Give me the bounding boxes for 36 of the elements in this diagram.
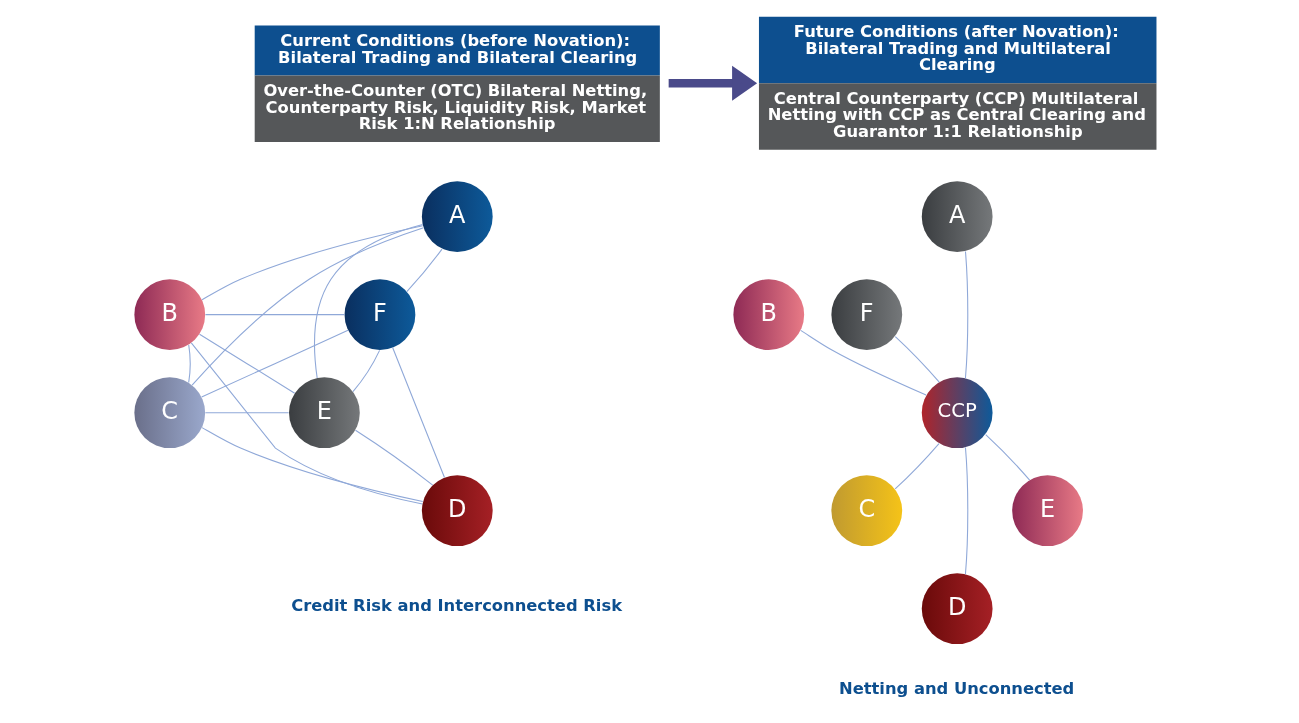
node-circle: A xyxy=(421,181,493,253)
connector xyxy=(201,225,424,301)
node-circle: D xyxy=(921,573,993,645)
connector xyxy=(314,223,424,379)
connector xyxy=(894,443,940,490)
connector xyxy=(964,250,969,379)
connector xyxy=(406,248,443,293)
connector xyxy=(201,427,424,503)
connector xyxy=(201,329,349,398)
connector xyxy=(985,434,1031,481)
node-circle: CCP xyxy=(921,377,993,449)
node-circle: F xyxy=(344,279,416,351)
connector xyxy=(188,344,191,384)
arrow xyxy=(668,65,758,101)
connector xyxy=(352,349,381,393)
node-circle: E xyxy=(1012,475,1083,547)
connector xyxy=(354,429,434,486)
node-circle: C xyxy=(134,377,206,449)
node-circle: F xyxy=(831,279,903,351)
node-circle: E xyxy=(289,377,360,449)
node-circle: A xyxy=(921,181,993,253)
node-circle: B xyxy=(733,279,805,351)
connector xyxy=(894,336,940,383)
connector xyxy=(199,333,296,394)
connector xyxy=(964,447,969,575)
label: Credit Risk and Interconnected Risk xyxy=(291,596,623,616)
node-circle: D xyxy=(421,475,493,547)
connector xyxy=(204,412,290,414)
connector xyxy=(800,329,927,396)
node-circle: B xyxy=(134,279,206,351)
connector xyxy=(191,227,425,386)
connector xyxy=(204,314,346,316)
label: Netting and Unconnected xyxy=(839,678,1075,698)
node-circle: C xyxy=(831,475,903,547)
connector xyxy=(190,342,423,505)
connector xyxy=(392,347,446,479)
